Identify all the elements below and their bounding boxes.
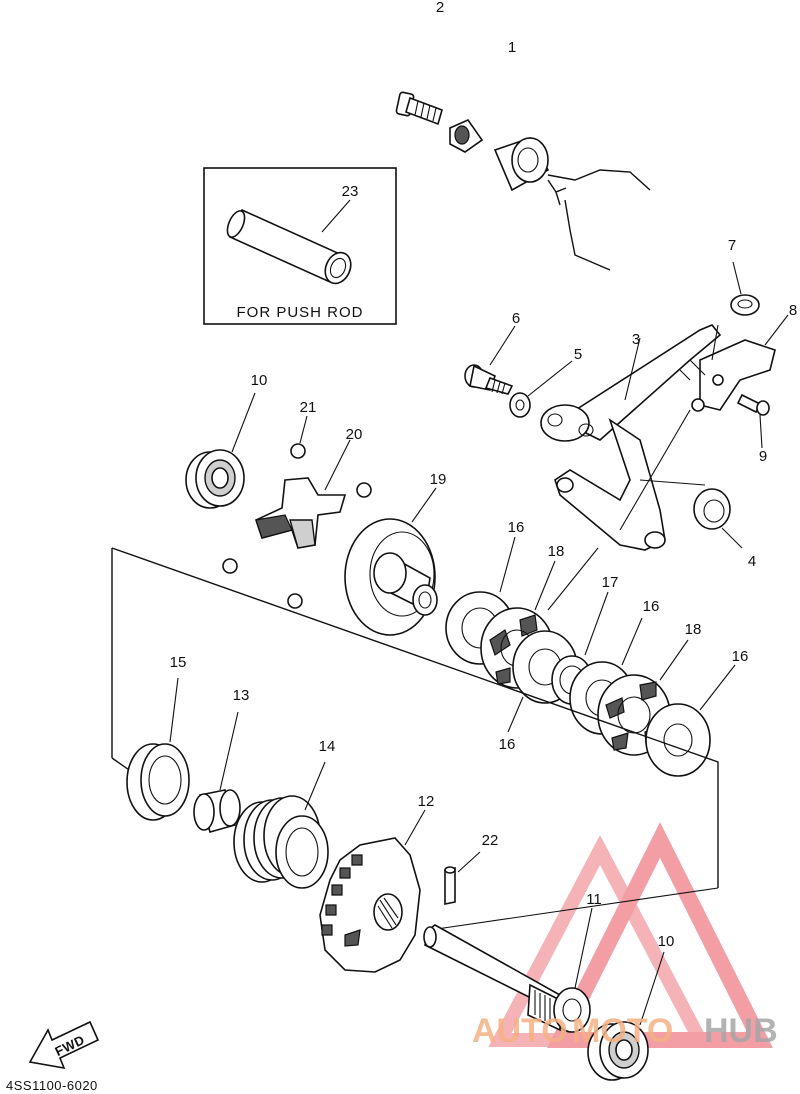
label-17: 17	[602, 574, 619, 591]
part-balls-21	[222, 415, 372, 609]
part-bolt-9	[736, 393, 770, 449]
label-16-d: 16	[732, 648, 749, 665]
inset-label: FOR PUSH ROD	[236, 304, 363, 321]
part-bearing-10-lower	[587, 951, 665, 1081]
part-plate-16-d	[645, 664, 736, 777]
part-bracket-8	[691, 314, 789, 412]
label-1: 1	[508, 39, 516, 56]
part-ring-15	[126, 677, 190, 821]
part-boss-19	[344, 487, 438, 636]
part-spring-14	[233, 761, 329, 889]
part-lever-3	[540, 324, 722, 551]
part-shaft-11	[423, 907, 593, 1033]
label-6: 6	[512, 310, 520, 327]
part-cam-20	[255, 439, 351, 549]
inset-push-rod: 23 FOR PUSH ROD	[203, 167, 397, 325]
part-bolt-2	[395, 91, 443, 126]
label-13: 13	[233, 687, 250, 704]
watermark-hub: HUB	[704, 1012, 778, 1050]
label-19: 19	[430, 471, 447, 488]
label-10-upper: 10	[251, 372, 268, 389]
watermark-text: AUTO MOTO HUB	[472, 1012, 778, 1050]
part-labels: 1 2 3 4 5 6 7 8 9 10 10 11 12 13 14 15 1…	[170, 0, 798, 950]
label-16-b: 16	[499, 736, 516, 753]
label-14: 14	[319, 738, 336, 755]
label-22: 22	[482, 832, 499, 849]
fwd-arrow-icon: FWD	[28, 1020, 100, 1070]
part-case-body	[493, 137, 651, 271]
label-4: 4	[748, 553, 756, 570]
label-16-a: 16	[508, 519, 525, 536]
part-pin-22	[444, 851, 481, 905]
part-collar-1	[449, 119, 484, 153]
diagram-code: 4SS1100-6020	[6, 1078, 98, 1093]
label-18-a: 18	[548, 543, 565, 560]
label-2: 2	[436, 0, 444, 16]
part-washer-7	[730, 261, 760, 316]
label-16-c: 16	[643, 598, 660, 615]
label-18-b: 18	[685, 621, 702, 638]
label-15: 15	[170, 654, 187, 671]
part-spacer-13	[193, 711, 241, 833]
watermark-auto: AUTO	[472, 1012, 568, 1050]
label-12: 12	[418, 793, 435, 810]
part-bolt-6	[464, 325, 516, 395]
label-11: 11	[586, 891, 602, 908]
part-bearing-10-upper	[185, 392, 256, 509]
label-10-lower: 10	[658, 933, 675, 950]
label-7: 7	[728, 237, 736, 254]
label-20: 20	[346, 426, 363, 443]
label-21: 21	[300, 399, 317, 416]
label-9: 9	[759, 448, 767, 465]
part-bushing-4	[693, 488, 743, 549]
label-23: 23	[342, 183, 359, 200]
part-gear-12	[319, 809, 426, 973]
watermark-moto: MOTO	[572, 1012, 673, 1050]
label-5: 5	[574, 346, 582, 363]
part-washer-5	[509, 360, 573, 418]
label-3: 3	[632, 331, 640, 348]
label-8: 8	[789, 302, 797, 319]
